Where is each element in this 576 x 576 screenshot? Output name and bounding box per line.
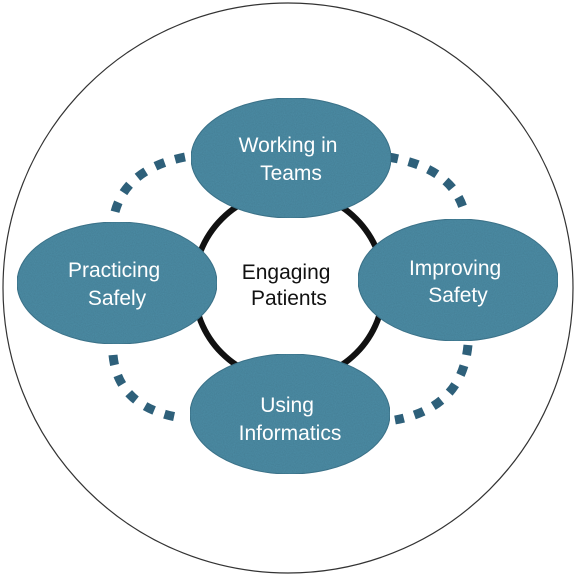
dashed-arc-top-right (387, 152, 470, 217)
node-label-top-line2: Teams (260, 162, 322, 185)
node-ellipse-top (190, 97, 392, 219)
node-label-left: Practicing Safely (68, 259, 166, 310)
node-label-right: Improving Safety (409, 257, 507, 307)
dashed-arc-top-left (108, 152, 186, 223)
center-label-line2: Patients (251, 287, 327, 310)
node-label-left-line2: Safely (88, 287, 147, 310)
node-label-right-line1: Improving (409, 257, 501, 280)
center-label: Engaging Patients (242, 261, 337, 310)
inner-solid-ring (191, 188, 387, 384)
node-label-bottom-line1: Using (260, 394, 314, 417)
node-working-in-teams: Working in Teams (190, 97, 392, 219)
node-ellipse-bottom (189, 353, 391, 475)
node-improving-safety: Improving Safety (357, 218, 559, 342)
dashed-arc-bottom-right (394, 344, 473, 425)
node-practicing-safely: Practicing Safely (16, 221, 218, 345)
node-label-top-line1: Working in (239, 134, 338, 157)
node-label-right-line2: Safety (428, 284, 488, 307)
center-label-line1: Engaging (242, 261, 331, 284)
node-ellipse-right (357, 218, 559, 342)
dashed-arc-bottom-left (108, 354, 183, 423)
node-label-bottom: Using Informatics (239, 394, 342, 445)
node-label-bottom-line2: Informatics (239, 422, 342, 445)
node-using-informatics: Using Informatics (189, 353, 391, 475)
node-ellipse-left (16, 221, 218, 345)
node-label-top: Working in Teams (239, 134, 344, 185)
node-label-left-line1: Practicing (68, 259, 160, 282)
